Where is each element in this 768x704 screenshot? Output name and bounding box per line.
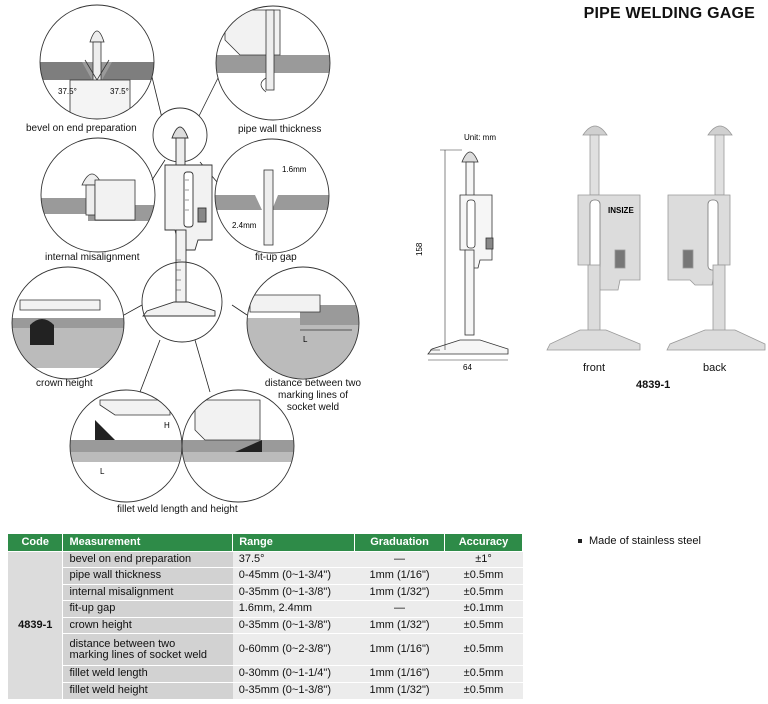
gap-small: 2.4mm	[232, 221, 257, 230]
cell-accuracy: ±0.5mm	[444, 567, 523, 584]
fillet-mark-H: H	[164, 421, 170, 430]
spec-table: Code Measurement Range Graduation Accura…	[8, 534, 523, 699]
label-front: front	[583, 362, 606, 374]
code-cell: 4839-1	[8, 550, 64, 699]
cell-accuracy: ±0.1mm	[444, 600, 523, 617]
cell-measurement-line1: distance between two	[69, 637, 176, 650]
header-graduation: Graduation	[354, 534, 445, 551]
gauge-center-drawing	[141, 107, 223, 343]
label-misalign: internal misalignment	[45, 252, 140, 263]
cell-accuracy: ±0.5mm	[444, 616, 523, 634]
label-model: 4839-1	[636, 379, 671, 391]
socket-mark-L: L	[303, 335, 308, 344]
header-accuracy: Accuracy	[444, 534, 523, 551]
table-row: internal misalignment 0-35mm (0~1-3/8") …	[8, 583, 523, 601]
cell-graduation: 1mm (1/32")	[354, 583, 445, 601]
circle-fillet-height	[181, 389, 295, 503]
header-code: Code	[8, 534, 64, 551]
drawing-width: 64	[463, 363, 472, 372]
cell-range: 0-45mm (0~1-3/4")	[232, 567, 355, 584]
circle-fitup-gap: 1.6mm 2.4mm	[214, 138, 330, 254]
cell-measurement: bevel on end preparation	[62, 550, 233, 568]
cell-range: 37.5°	[232, 550, 355, 568]
front-photo	[546, 125, 641, 351]
technical-drawing	[427, 151, 509, 355]
cell-graduation: 1mm (1/16")	[354, 567, 445, 584]
usage-diagram: 37.5° 37.5° 1.6mm 2.4mm	[11, 4, 766, 503]
header-measurement: Measurement	[62, 534, 234, 551]
cell-graduation: 1mm (1/32")	[354, 681, 445, 699]
label-socket-3: socket weld	[286, 402, 340, 413]
bevel-angle-left: 37.5°	[58, 87, 77, 96]
table-row: 4839-1 bevel on end preparation 37.5° — …	[8, 550, 523, 699]
circle-bevel: 37.5° 37.5°	[39, 4, 155, 120]
cell-accuracy: ±1°	[444, 550, 523, 568]
cell-measurement: crown height	[62, 616, 233, 634]
gap-large: 1.6mm	[282, 165, 307, 174]
cell-graduation: —	[354, 600, 445, 617]
label-wall: pipe wall thickness	[238, 124, 322, 135]
table-row: crown height 0-35mm (0~1-3/8") 1mm (1/32…	[8, 616, 523, 634]
label-bevel: bevel on end preparation	[26, 123, 137, 134]
page-title: PIPE WELDING GAGE	[583, 5, 755, 22]
cell-accuracy: ±0.5mm	[444, 633, 523, 666]
label-crown: crown height	[36, 378, 93, 389]
cell-measurement: fillet weld height	[62, 681, 233, 699]
cell-graduation: 1mm (1/16")	[354, 633, 445, 666]
drawing-unit: Unit: mm	[464, 133, 496, 142]
table-header-row: Code Measurement Range Graduation Accura…	[8, 534, 523, 551]
cell-accuracy: ±0.5mm	[444, 665, 523, 682]
cell-range: 0-35mm (0~1-3/8")	[232, 616, 355, 634]
circle-socket-weld: L	[246, 266, 360, 380]
table-row: fillet weld length 0-30mm (0~1-1/4") 1mm…	[8, 665, 523, 682]
header-range: Range	[232, 534, 356, 551]
cell-range: 0-60mm (0~2-3/8")	[232, 633, 355, 666]
cell-measurement: fillet weld length	[62, 665, 233, 682]
circle-misalignment	[40, 137, 156, 253]
brand-logo: INSIZE	[608, 206, 634, 215]
cell-graduation: 1mm (1/32")	[354, 616, 445, 634]
bevel-angle-right: 37.5°	[110, 87, 129, 96]
drawing-height: 158	[415, 242, 424, 256]
cell-range: 1.6mm, 2.4mm	[232, 600, 355, 617]
label-fitup: fit-up gap	[255, 252, 297, 263]
table-row: fit-up gap 1.6mm, 2.4mm — ±0.1mm	[8, 600, 523, 617]
feature-list: Made of stainless steel	[577, 535, 701, 547]
table-row: pipe wall thickness 0-45mm (0~1-3/4") 1m…	[8, 567, 523, 584]
table-row: fillet weld height 0-35mm (0~1-3/8") 1mm…	[8, 681, 523, 699]
label-back: back	[703, 362, 727, 374]
cell-measurement: pipe wall thickness	[62, 567, 233, 584]
cell-graduation: 1mm (1/16")	[354, 665, 445, 682]
cell-range: 0-30mm (0~1-1/4")	[232, 665, 355, 682]
label-fillet: fillet weld length and height	[117, 504, 238, 515]
feature-item: Made of stainless steel	[577, 535, 701, 547]
label-socket-2: marking lines of	[277, 390, 349, 401]
circle-fillet-length: L H	[69, 389, 183, 503]
cell-measurement: internal misalignment	[62, 583, 233, 601]
circle-wall-thickness	[215, 5, 331, 121]
cell-range: 0-35mm (0~1-3/8")	[232, 583, 355, 601]
cell-graduation: —	[354, 550, 445, 568]
label-socket-1: distance between two	[264, 378, 362, 389]
cell-measurement-line2: marking lines of socket weld	[69, 648, 208, 661]
circle-crown-height	[11, 266, 125, 380]
cell-measurement: fit-up gap	[62, 600, 233, 617]
cell-range: 0-35mm (0~1-3/8")	[232, 681, 355, 699]
back-photo	[666, 125, 766, 351]
cell-accuracy: ±0.5mm	[444, 583, 523, 601]
fillet-mark-L: L	[100, 467, 105, 476]
cell-accuracy: ±0.5mm	[444, 681, 523, 699]
